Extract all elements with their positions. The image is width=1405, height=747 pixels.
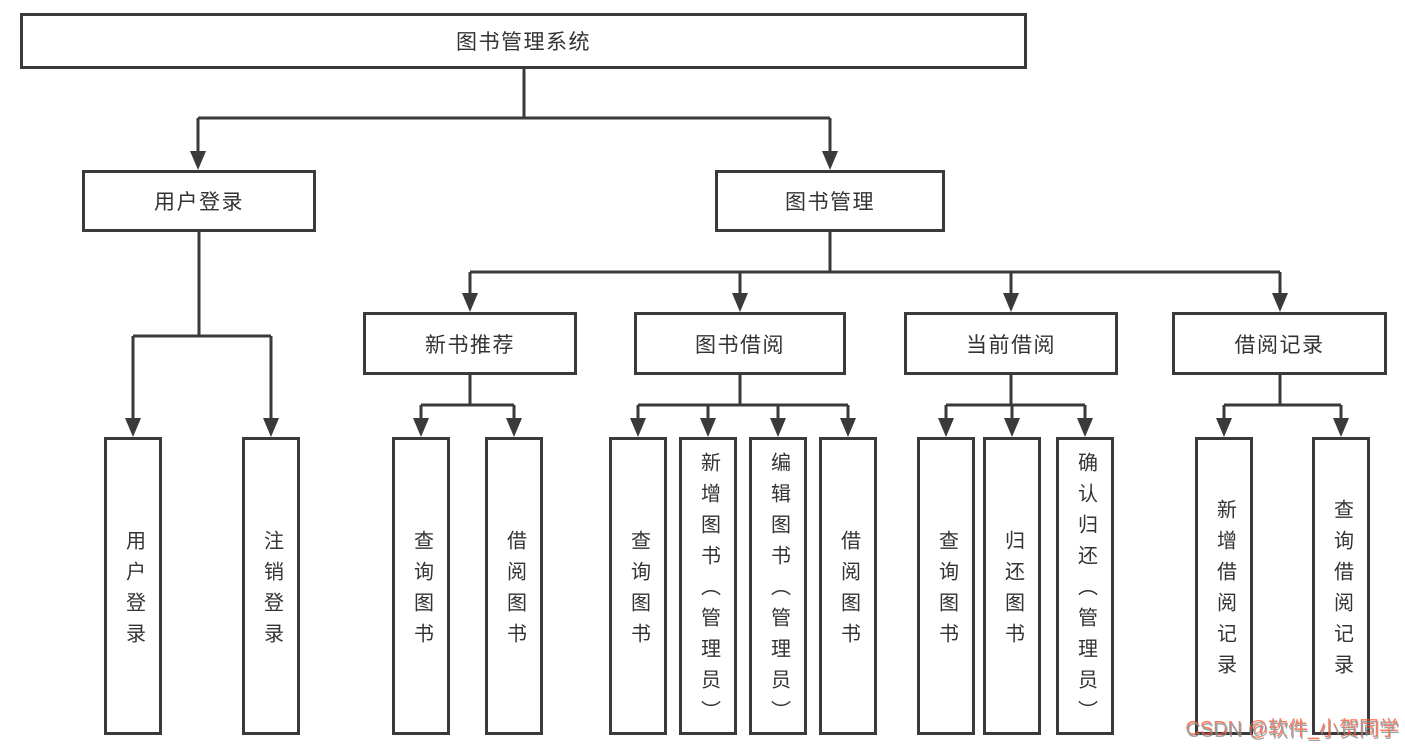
connector-user-login-split	[125, 232, 279, 437]
node-query-books-borrowing: 查询图书	[609, 437, 667, 735]
node-query-books-current-label: 查询图书	[935, 529, 958, 654]
node-new-book-recommend: 新书推荐	[363, 312, 577, 375]
node-new-book-recommend-label: 新书推荐	[425, 333, 515, 357]
node-logout: 注销登录	[242, 437, 300, 735]
node-user-login-leaf-label: 用户登录	[122, 529, 145, 654]
node-query-books-recommend: 查询图书	[392, 437, 450, 735]
node-add-books-admin-label: 新增图书（管理员）	[697, 452, 720, 731]
connector-new-book-recommend-split	[413, 375, 522, 437]
node-borrow-books-borrowing-label: 借阅图书	[837, 529, 860, 654]
node-add-books-admin: 新增图书（管理员）	[679, 437, 737, 735]
node-add-borrow-record: 新增借阅记录	[1195, 437, 1253, 735]
node-confirm-return-admin: 确认归还（管理员）	[1056, 437, 1114, 735]
node-query-books-recommend-label: 查询图书	[410, 529, 433, 654]
node-book-management: 图书管理	[715, 170, 945, 232]
node-book-borrowing: 图书借阅	[634, 312, 846, 375]
connector-borrowing-records-split	[1216, 375, 1349, 437]
connector-current-borrowing-split	[938, 375, 1093, 437]
node-current-borrowing: 当前借阅	[904, 312, 1118, 375]
node-add-borrow-record-label: 新增借阅记录	[1213, 498, 1236, 685]
node-logout-label: 注销登录	[260, 529, 283, 654]
node-book-management-label: 图书管理	[785, 191, 875, 214]
node-edit-books-admin-label: 编辑图书（管理员）	[767, 452, 790, 731]
node-return-books: 归还图书	[983, 437, 1041, 735]
node-confirm-return-admin-label: 确认归还（管理员）	[1074, 452, 1097, 731]
node-user-login-label: 用户登录	[154, 191, 244, 214]
node-current-borrowing-label: 当前借阅	[966, 333, 1056, 357]
node-borrowing-records: 借阅记录	[1172, 312, 1387, 375]
node-query-books-current: 查询图书	[917, 437, 975, 735]
node-edit-books-admin: 编辑图书（管理员）	[749, 437, 807, 735]
connector-root-split	[190, 69, 838, 170]
node-borrow-books-recommend: 借阅图书	[485, 437, 543, 735]
node-library-management-system: 图书管理系统	[20, 13, 1027, 69]
node-borrowing-records-label: 借阅记录	[1234, 333, 1325, 357]
watermark: CSDN @软件_小贺同学	[1186, 720, 1400, 742]
connector-book-management-split	[462, 232, 1288, 312]
node-query-borrow-record: 查询借阅记录	[1312, 437, 1370, 735]
node-borrow-books-recommend-label: 借阅图书	[503, 529, 526, 654]
node-user-login-leaf: 用户登录	[104, 437, 162, 735]
node-book-borrowing-label: 图书借阅	[695, 333, 785, 357]
node-borrow-books-borrowing: 借阅图书	[819, 437, 877, 735]
node-return-books-label: 归还图书	[1001, 529, 1024, 654]
connector-book-borrowing-split	[630, 375, 856, 437]
node-query-books-borrowing-label: 查询图书	[627, 529, 650, 654]
node-library-management-system-label: 图书管理系统	[456, 31, 591, 54]
node-query-borrow-record-label: 查询借阅记录	[1330, 498, 1353, 685]
node-user-login: 用户登录	[82, 170, 316, 232]
